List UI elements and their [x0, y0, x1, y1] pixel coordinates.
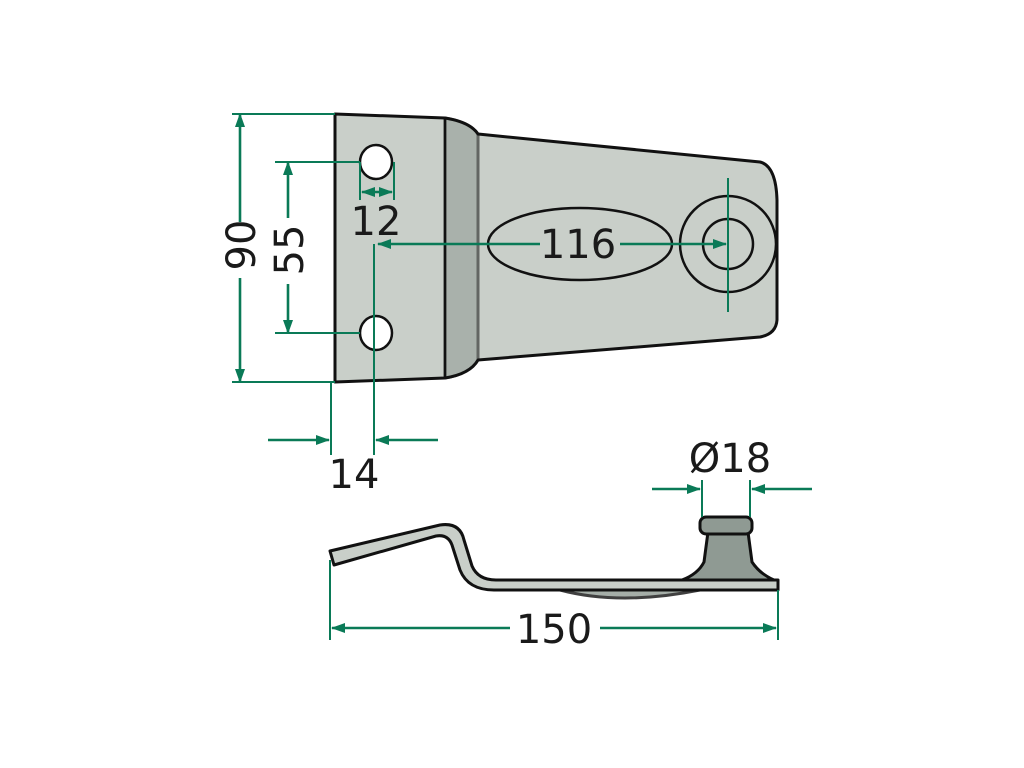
dimension-pin-diameter: Ø18 — [652, 436, 812, 494]
mounting-hole-lower — [358, 314, 394, 352]
dim-12-label: 12 — [351, 199, 402, 245]
dimension-150: 150 — [331, 607, 777, 653]
dim-pin-diameter-label: Ø18 — [689, 436, 771, 482]
dimension-55: 55 — [267, 161, 313, 334]
blade-underside — [558, 588, 702, 600]
extension-lines-top — [232, 113, 729, 455]
pin-cone — [680, 530, 776, 582]
dimension-14: 14 — [268, 435, 438, 498]
dim-14-label: 14 — [329, 452, 380, 498]
dim-55-label: 55 — [267, 225, 313, 276]
blade-side-view — [328, 515, 780, 600]
plate-bend-band — [443, 116, 480, 380]
dim-150-label: 150 — [516, 607, 592, 653]
extension-lines-side — [329, 480, 779, 640]
mounting-hole-upper — [358, 143, 394, 181]
pin-head — [698, 515, 754, 536]
dim-90-label: 90 — [219, 220, 265, 271]
dimension-90: 90 — [219, 113, 265, 383]
dim-116-label: 116 — [540, 222, 616, 268]
dimension-12: 12 — [351, 187, 402, 245]
dimension-116: 116 — [377, 222, 727, 268]
